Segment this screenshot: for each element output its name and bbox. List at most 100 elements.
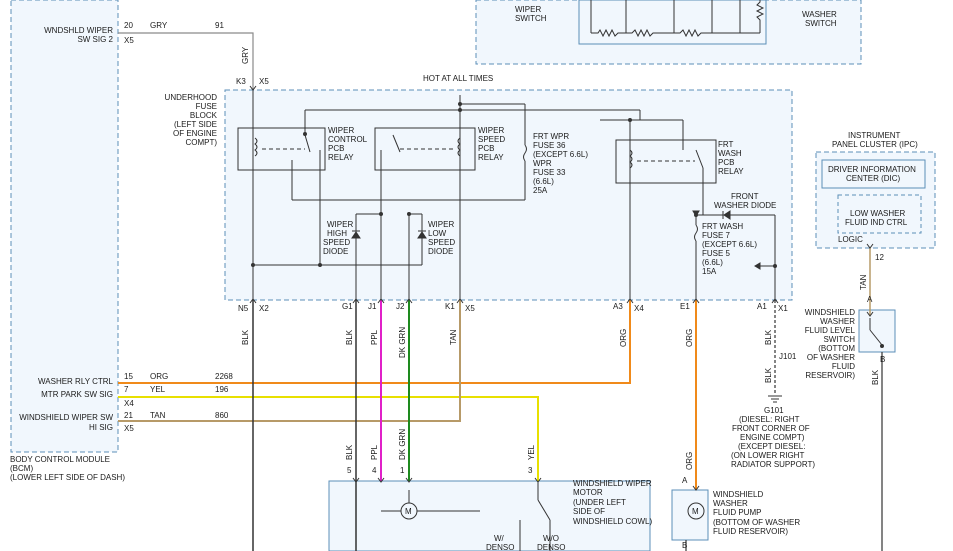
wash-relay-3: PCB	[718, 158, 734, 167]
motor-label-5: WINDSHIELD COWL)	[573, 517, 652, 526]
ipc-pin-12: 12	[875, 253, 884, 262]
level-switch-3: FLUID LEVEL	[805, 326, 856, 335]
low-diode-2: LOW	[428, 229, 447, 238]
wash-fuse-5: (6.6L)	[702, 258, 723, 267]
wpr-fuse-1: FRT WPR	[533, 132, 569, 141]
high-speed-diode-icon	[351, 231, 361, 239]
bcm-pin-21: 21	[124, 411, 133, 420]
pin-e1: E1	[680, 302, 690, 311]
wpr-fuse-6: (6.6L)	[533, 177, 554, 186]
motor-label-3: (UNDER LEFT	[573, 498, 626, 507]
motor-pin-1: 1	[400, 466, 405, 475]
motor-pin-3: 3	[528, 466, 533, 475]
pin-g1: G1	[342, 302, 353, 311]
low-diode-4: DIODE	[428, 247, 453, 256]
yel-label-motor: YEL	[527, 444, 536, 460]
circuit-196: 196	[215, 385, 229, 394]
blk-label-n5: BLK	[241, 329, 250, 345]
high-diode-4: DIODE	[323, 247, 348, 256]
yel-color-label: YEL	[150, 385, 166, 394]
pump-pin-b: B	[682, 541, 687, 550]
splice-j101: J101	[779, 352, 797, 361]
level-switch-8: RESERVOIR)	[805, 371, 855, 380]
org-label-e1: ORG	[685, 329, 694, 347]
pin-k3: K3	[236, 77, 246, 86]
high-diode-3: SPEED	[323, 238, 350, 247]
blk-label-g1: BLK	[345, 329, 354, 345]
ground-icon	[768, 395, 782, 403]
wo-denso-1: W/O	[543, 534, 559, 543]
front-washer-diode-1: FRONT	[731, 192, 759, 201]
wpr-fuse-4: WPR	[533, 159, 552, 168]
hot-at-all-times-label: HOT AT ALL TIMES	[423, 74, 493, 83]
bcm-box	[10, 0, 119, 453]
pin-a1-conn: X1	[778, 304, 788, 313]
dkgrn-label-motor: DK GRN	[398, 429, 407, 460]
speed-relay-1: WIPER	[478, 126, 504, 135]
ground-g101: G101	[764, 406, 784, 415]
level-pin-b: B	[880, 355, 885, 364]
pin-a3-conn: X4	[634, 304, 644, 313]
ground-desc-2: FRONT CORNER OF	[732, 424, 810, 433]
pin-n5-conn: X2	[259, 304, 269, 313]
wiper-motor-box	[328, 480, 651, 551]
washer-pump-internals	[687, 502, 705, 520]
tan-label-level: TAN	[859, 274, 868, 290]
level-switch-internals	[869, 318, 884, 348]
pin-j2: J2	[396, 302, 405, 311]
level-switch-6: OF WASHER	[807, 353, 855, 362]
org-label-pump: ORG	[685, 452, 694, 470]
bcm-hi-sig-line2: HI SIG	[89, 423, 113, 432]
pin-k1-conn: X5	[465, 304, 475, 313]
wiper-control-relay	[237, 127, 326, 171]
gry-vertical-label: GRY	[241, 46, 250, 64]
bcm-washer-rly-label: WASHER RLY CTRL	[38, 377, 114, 386]
pump-label-4: (BOTTOM OF WASHER	[713, 518, 800, 527]
low-speed-diode-icon	[417, 231, 427, 239]
motor-pin-5: 5	[347, 466, 352, 475]
dic-label-1: DRIVER INFORMATION	[828, 165, 916, 174]
gry-wire	[118, 32, 254, 90]
wiper-switch-resistor-network	[578, 0, 767, 45]
blk-label-a1: BLK	[764, 329, 773, 345]
level-switch-7: FLUID	[832, 362, 855, 371]
pin-a1: A1	[757, 302, 767, 311]
level-switch-2: WASHER	[820, 317, 855, 326]
wiper-motor-internals	[381, 481, 551, 551]
front-washer-diode-icon	[723, 210, 731, 220]
wash-relay-2: WASH	[718, 149, 742, 158]
ground-desc-1: (DIESEL: RIGHT	[739, 415, 800, 424]
wash-relay-4: RELAY	[718, 167, 744, 176]
bcm-label-2: (BCM)	[10, 464, 33, 473]
pump-label-5: FLUID RESERVOIR)	[713, 527, 788, 536]
org-label-a3: ORG	[619, 329, 628, 347]
bcm-pin-20: 20	[124, 21, 133, 30]
high-diode-2: HIGH	[327, 229, 347, 238]
tan-color-label: TAN	[150, 411, 166, 420]
org-color-label: ORG	[150, 372, 168, 381]
pin-n5: N5	[238, 304, 249, 313]
bcm-mtr-park-label: MTR PARK SW SIG	[41, 390, 113, 399]
low-washer-label-2: FLUID IND CTRL	[845, 218, 908, 227]
bcm-pin-7: 7	[124, 385, 129, 394]
ipc-label-2: PANEL CLUSTER (IPC)	[832, 140, 918, 149]
fuse-block-label-6: COMPT)	[185, 138, 217, 147]
low-diode-1: WIPER	[428, 220, 454, 229]
low-diode-3: SPEED	[428, 238, 455, 247]
wiper-switch-label-2: SWITCH	[515, 14, 547, 23]
wiper-switch-label-1: WIPER	[515, 5, 541, 14]
speed-relay-2: SPEED	[478, 135, 505, 144]
bcm-pin-15: 15	[124, 372, 133, 381]
ipc-label-1: INSTRUMENT	[848, 131, 901, 140]
motor-label-2: MOTOR	[573, 488, 603, 497]
circuit-2268: 2268	[215, 372, 233, 381]
level-switch-4: SWITCH	[823, 335, 855, 344]
logic-label: LOGIC	[838, 235, 863, 244]
blk-label-ground: BLK	[764, 367, 773, 383]
ground-desc-5: (ON LOWER RIGHT	[731, 451, 804, 460]
control-relay-2: CONTROL	[328, 135, 368, 144]
pump-pin-a: A	[682, 476, 688, 485]
w-denso-2: DENSO	[486, 543, 514, 551]
wash-fuse-1: FRT WASH	[702, 222, 743, 231]
